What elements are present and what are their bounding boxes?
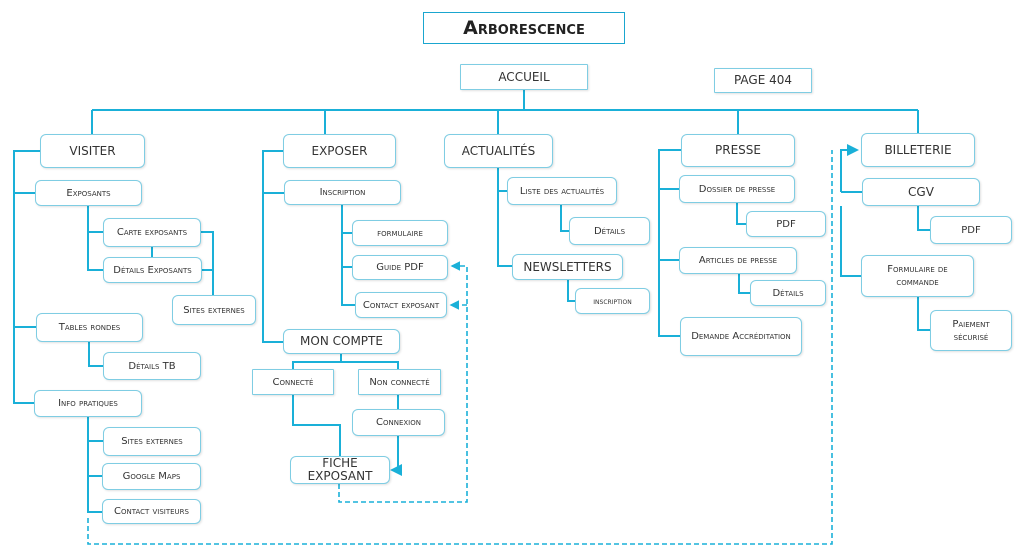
node-presse[interactable]: PRESSE (681, 134, 795, 167)
node-carte-exposants[interactable]: Carte exposants (103, 218, 201, 247)
node-fiche-exposant[interactable]: FICHE EXPOSANT (290, 456, 390, 484)
node-pdf-presse[interactable]: PDF (746, 211, 826, 237)
node-dossier-presse[interactable]: Dossier de presse (679, 175, 795, 203)
diagram-title: Arborescence (423, 12, 625, 44)
node-connexion[interactable]: Connexion (352, 409, 445, 436)
node-connecte[interactable]: Connecté (252, 369, 334, 395)
node-articles-presse[interactable]: Articles de presse (679, 247, 797, 274)
node-inscription-newsletter[interactable]: inscription (575, 288, 650, 314)
node-cgv[interactable]: CGV (862, 178, 980, 206)
node-details-actualite[interactable]: Détails (569, 217, 650, 245)
node-guide-pdf[interactable]: Guide PDF (352, 255, 448, 280)
node-info-pratiques[interactable]: Info pratiques (34, 390, 142, 417)
node-inscription[interactable]: Inscription (284, 180, 401, 205)
node-newsletters[interactable]: NEWSLETTERS (512, 254, 623, 280)
node-details-tb[interactable]: Détails TB (103, 352, 201, 380)
node-formulaire-commande[interactable]: Formulaire de commande (861, 255, 974, 297)
node-details-presse[interactable]: Détails (750, 280, 826, 306)
node-page404[interactable]: PAGE 404 (714, 68, 812, 93)
node-tables-rondes[interactable]: Tables rondes (36, 313, 143, 342)
node-pdf-cgv[interactable]: PDF (930, 216, 1012, 244)
node-exposer[interactable]: EXPOSER (283, 134, 396, 168)
node-visiter[interactable]: VISITER (40, 134, 145, 168)
node-google-maps[interactable]: Google Maps (102, 463, 201, 490)
node-paiement-securise[interactable]: Paiement sécurisé (930, 310, 1012, 351)
node-non-connecte[interactable]: Non connecté (358, 369, 441, 395)
node-mon-compte[interactable]: MON COMPTE (283, 329, 400, 354)
node-contact-exposant[interactable]: Contact exposant (355, 292, 447, 318)
node-formulaire[interactable]: formulaire (352, 220, 448, 246)
node-demande-accreditation[interactable]: Demande Accréditation (680, 317, 802, 356)
node-contact-visiteurs[interactable]: Contact visiteurs (102, 499, 201, 524)
node-accueil[interactable]: ACCUEIL (460, 64, 588, 90)
node-billeterie[interactable]: BILLETERIE (861, 133, 975, 167)
node-actualites[interactable]: ACTUALITÉS (444, 134, 553, 168)
node-details-exposants[interactable]: Détails Exposants (103, 257, 202, 283)
node-sites-externes-2[interactable]: Sites externes (103, 427, 201, 456)
node-exposants[interactable]: Exposants (35, 180, 142, 206)
node-sites-externes[interactable]: Sites externes (172, 295, 256, 325)
node-liste-actualites[interactable]: Liste des actualités (507, 177, 617, 205)
